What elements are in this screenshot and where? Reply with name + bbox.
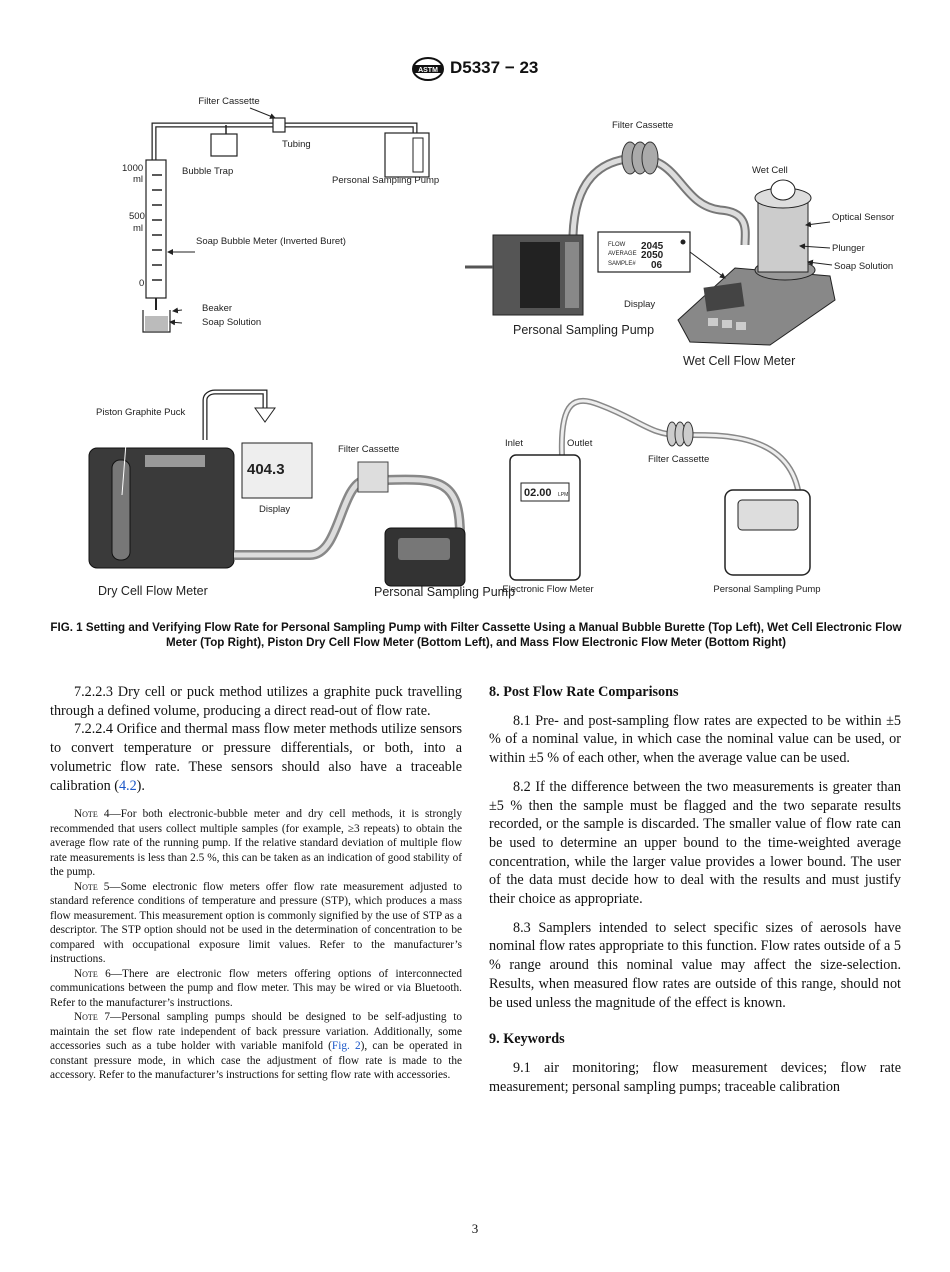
- section-8-heading: 8. Post Flow Rate Comparisons: [489, 684, 679, 700]
- panel-wet-cell: FLOW AVERAGE SAMPLE# 2045 2050 06 Filter…: [465, 120, 894, 368]
- note-5: Note 5—Some electronic flow meters offer…: [50, 880, 462, 966]
- label-electronic-meter: Electronic Flow Meter: [502, 584, 593, 595]
- label-soap-tl: Soap Solution: [202, 317, 261, 328]
- figure-caption: FIG. 1 Setting and Verifying Flow Rate f…: [50, 621, 902, 649]
- label-plunger: Plunger: [832, 243, 865, 254]
- panel-bubble-burette: Filter Cassette Tubing Bubble Trap Perso…: [122, 96, 439, 333]
- label-wet-cell: Wet Cell: [752, 165, 788, 176]
- filter-cassette-shape-tr: [621, 141, 659, 175]
- label-filter-cassette-bl: Filter Cassette: [338, 444, 399, 455]
- label-500: 500: [129, 211, 145, 222]
- label-ml-1: ml: [133, 174, 143, 185]
- filter-cassette-shape: [272, 117, 286, 133]
- label-display-tr: Display: [624, 299, 655, 310]
- dry-cell-display-value: 404.3: [247, 461, 285, 478]
- wet-cell-meter-shape: [677, 267, 836, 346]
- label-optical-sensor: Optical Sensor: [832, 212, 894, 223]
- figure-1: Filter Cassette Tubing Bubble Trap Perso…: [88, 96, 894, 599]
- display-average-value: 2050: [641, 250, 664, 261]
- para-8-1: 8.1 Pre- and post-sampling flow rates ar…: [489, 712, 901, 767]
- bubble-trap-shape: [210, 133, 238, 157]
- para-7-2-2-4: 7.2.2.4 Orifice and thermal mass flow me…: [50, 721, 462, 794]
- note-4: Note 4—For both electronic-bubble meter …: [50, 808, 462, 879]
- panel-electronic-flow: 02.00 LPM Inlet Outlet Filter Cassette E…: [502, 397, 821, 595]
- para-7-2-2-3: 7.2.2.3 Dry cell or puck method utilizes…: [50, 684, 462, 719]
- label-pump-br: Personal Sampling Pump: [713, 584, 820, 595]
- label-filter-cassette-tr: Filter Cassette: [612, 120, 673, 131]
- display-sample-value: 06: [651, 260, 663, 271]
- svg-text:SAMPLE#: SAMPLE#: [608, 261, 636, 267]
- label-pump-tr: Personal Sampling Pump: [513, 323, 654, 337]
- page-header: ASTM D5337 − 23: [0, 56, 950, 86]
- wet-cell-display: [597, 231, 691, 273]
- astm-logo: ASTM: [412, 57, 444, 81]
- label-buret: Soap Bubble Meter (Inverted Buret): [196, 236, 346, 247]
- label-display-bl: Display: [259, 504, 290, 515]
- display-flow-value: 2045: [641, 241, 664, 252]
- dry-cell-display: [241, 442, 313, 499]
- buret-shape: [145, 159, 167, 299]
- label-piston: Piston Graphite Puck: [96, 407, 185, 418]
- label-beaker: Beaker: [202, 303, 232, 314]
- label-pump-tl: Personal Sampling Pump: [332, 175, 439, 186]
- note-7: Note 7—Personal sampling pumps should be…: [50, 1011, 462, 1082]
- label-filter-cassette-tl: Filter Cassette: [198, 96, 259, 107]
- label-bubble-trap: Bubble Trap: [182, 166, 233, 177]
- para-8-3: 8.3 Samplers intended to select specific…: [489, 919, 901, 1011]
- label-1000: 1000: [122, 163, 143, 174]
- filter-cassette-shape-bl: [357, 461, 389, 493]
- ref-fig-2[interactable]: Fig. 2: [331, 1040, 361, 1053]
- svg-text:FLOW: FLOW: [608, 242, 626, 248]
- label-0: 0: [139, 278, 144, 289]
- svg-text:AVERAGE: AVERAGE: [608, 251, 637, 257]
- label-inlet: Inlet: [505, 438, 523, 449]
- label-soap-solution: Soap Solution: [834, 261, 893, 272]
- standard-designation: D5337 − 23: [450, 58, 539, 77]
- label-wet-cell-flow-meter: Wet Cell Flow Meter: [683, 354, 795, 368]
- svg-text:ASTM: ASTM: [418, 67, 438, 74]
- right-column: 8. Post Flow Rate Comparisons 8.1 Pre- a…: [489, 683, 901, 1096]
- para-9-1: 9.1 air monitoring; flow measurement dev…: [489, 1059, 901, 1095]
- filter-cassette-shape-br: [666, 421, 694, 447]
- label-ml-2: ml: [133, 223, 143, 234]
- label-tubing: Tubing: [282, 139, 311, 150]
- label-dry-cell-flow-meter: Dry Cell Flow Meter: [98, 584, 208, 598]
- electronic-meter-shape: [509, 454, 581, 581]
- electronic-display-value: 02.00: [524, 487, 552, 499]
- label-outlet: Outlet: [567, 438, 593, 449]
- left-column: 7.2.2.3 Dry cell or puck method utilizes…: [50, 683, 462, 1083]
- note-6: Note 6—There are electronic flow meters …: [50, 967, 462, 1009]
- wet-cell-shape: [757, 199, 809, 273]
- label-filter-cassette-br: Filter Cassette: [648, 454, 709, 465]
- label-pump-bl: Personal Sampling Pump: [374, 585, 515, 599]
- svg-text:LPM: LPM: [558, 492, 568, 498]
- ref-4-2[interactable]: 4.2: [118, 777, 137, 794]
- section-9-heading: 9. Keywords: [489, 1031, 565, 1048]
- para-8-2: 8.2 If the difference between the two me…: [489, 778, 901, 908]
- page-number: 3: [471, 1221, 479, 1236]
- panel-dry-cell: 404.3 Piston Graphite Puck Filter Casset…: [88, 389, 515, 599]
